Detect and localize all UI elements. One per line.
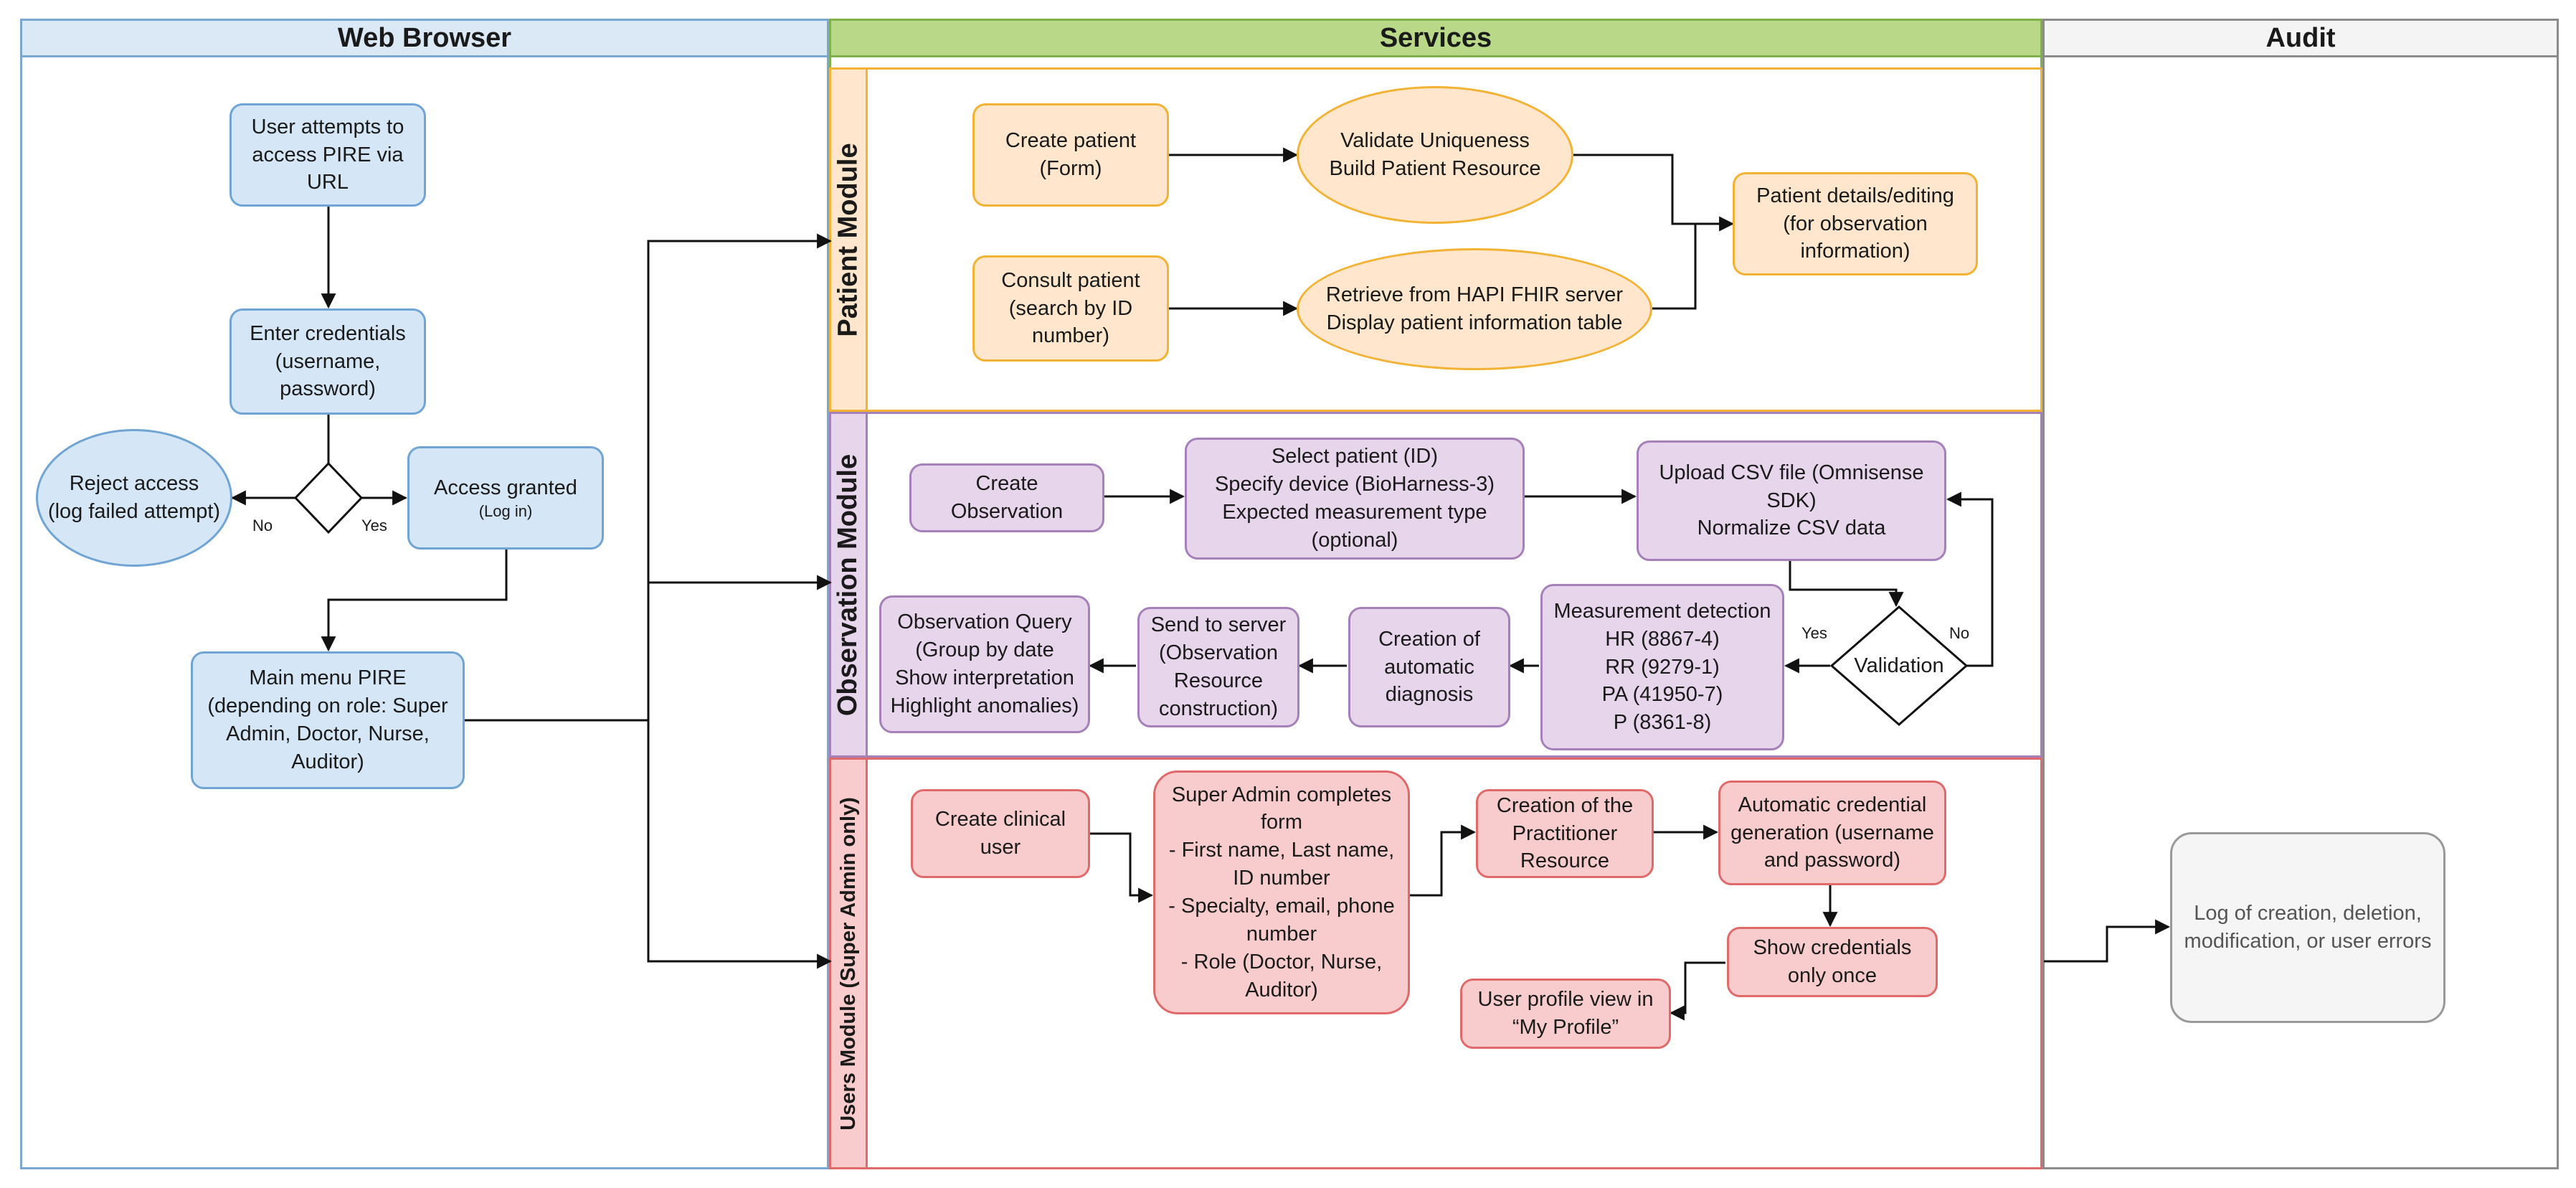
node-audit-log: Log of creation, deletion, modification,…	[2170, 832, 2445, 1023]
label-yes-validation: Yes	[1801, 624, 1827, 642]
node-consult-patient: Consult patient (search by ID number)	[972, 255, 1169, 362]
access-granted-sublabel: (Log in)	[478, 502, 533, 521]
node-access-attempt: User attempts to access PIRE via URL	[229, 103, 426, 207]
lane-header-audit: Audit	[2042, 19, 2559, 57]
label-no-login: No	[252, 517, 273, 534]
node-upload-csv: Upload CSV file (Omnisense SDK) Normaliz…	[1637, 440, 1946, 561]
label-no-validation: No	[1949, 624, 1970, 642]
label-yes-login: Yes	[361, 517, 387, 534]
node-show-credentials: Show credentials only once	[1727, 927, 1938, 997]
node-practitioner-resource: Creation of the Practitioner Resource	[1476, 789, 1654, 878]
access-granted-label: Access granted	[434, 476, 577, 500]
node-reject-access: Reject access (log failed attempt)	[36, 429, 232, 567]
node-observation-query: Observation Query (Group by date Show in…	[879, 595, 1090, 733]
node-validate-uniqueness: Validate Uniqueness Build Patient Resour…	[1297, 86, 1573, 224]
login-decision-diamond	[293, 461, 364, 534]
node-create-observation: Create Observation	[909, 463, 1104, 532]
lane-header-services: Services	[829, 19, 2042, 57]
observation-module-title: Observation Module	[829, 412, 868, 758]
node-measurement-detection: Measurement detection HR (8867-4) RR (92…	[1540, 584, 1784, 750]
lane-header-web-browser: Web Browser	[20, 19, 829, 57]
node-main-menu: Main menu PIRE (depending on role: Super…	[191, 651, 465, 789]
node-retrieve-hapi: Retrieve from HAPI FHIR server Display p…	[1297, 248, 1652, 370]
node-select-patient: Select patient (ID) Specify device (BioH…	[1185, 438, 1525, 560]
node-create-clinical-user: Create clinical user	[911, 789, 1090, 878]
node-enter-credentials: Enter credentials (username, password)	[229, 308, 426, 415]
validation-decision-diamond	[1829, 605, 1969, 726]
node-automatic-diagnosis: Creation of automatic diagnosis	[1348, 607, 1510, 727]
node-send-to-server: Send to server (Observation Resource con…	[1137, 607, 1299, 727]
patient-module-title: Patient Module	[829, 67, 868, 412]
node-credential-generation: Automatic credential generation (usernam…	[1718, 781, 1946, 885]
node-access-granted: Access granted (Log in)	[407, 446, 604, 550]
node-patient-details: Patient details/editing (for observation…	[1733, 172, 1978, 275]
node-create-patient: Create patient (Form)	[972, 103, 1169, 207]
node-user-profile-view: User profile view in “My Profile”	[1460, 979, 1671, 1049]
node-super-admin-form: Super Admin completes form - First name,…	[1153, 770, 1410, 1014]
node-validation-label: Validation	[1854, 654, 1944, 677]
